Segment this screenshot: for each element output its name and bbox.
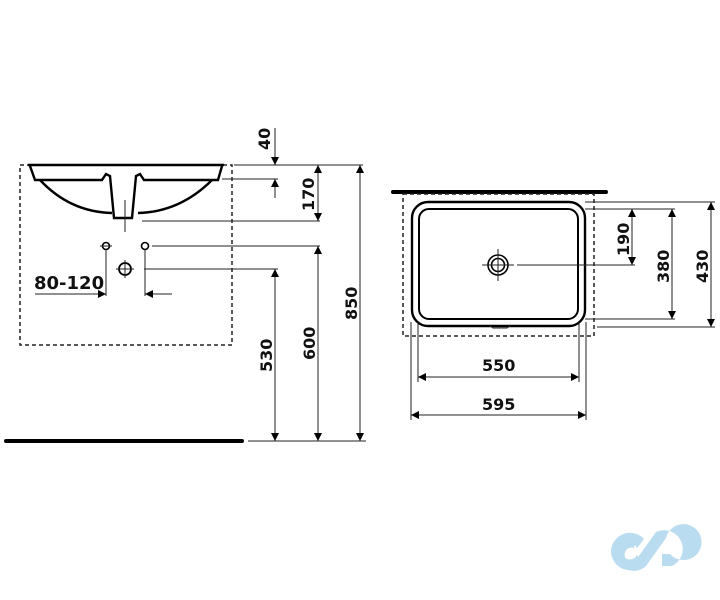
dim-drain-height: 530 <box>257 339 276 372</box>
tap-hole-left <box>100 241 112 251</box>
dim-inner-width: 550 <box>482 356 515 375</box>
side-view: 80-120 40 170 530 600 850 <box>4 128 366 443</box>
dim-rim-height: 850 <box>342 287 361 320</box>
drain-icon <box>482 249 514 281</box>
basin-inner-edge <box>418 208 579 320</box>
tap-hole-right <box>140 241 150 251</box>
cd-logo-icon <box>610 524 702 571</box>
waste-outlet-icon <box>116 260 134 278</box>
dim-rim-thickness: 40 <box>255 128 274 150</box>
dim-outer-width: 595 <box>482 395 515 414</box>
dim-outer-depth: 430 <box>693 250 712 283</box>
dim-tap-height: 600 <box>300 327 319 360</box>
basin-profile <box>28 163 224 220</box>
dim-inner-depth: 380 <box>654 250 673 283</box>
basin-outer-edge <box>410 200 587 328</box>
dim-bowl-depth: 170 <box>299 178 318 211</box>
dim-tap-spacing: 80-120 <box>34 273 104 294</box>
dim-drain-offset: 190 <box>614 223 633 256</box>
top-view: 190 380 430 550 595 <box>391 190 715 420</box>
